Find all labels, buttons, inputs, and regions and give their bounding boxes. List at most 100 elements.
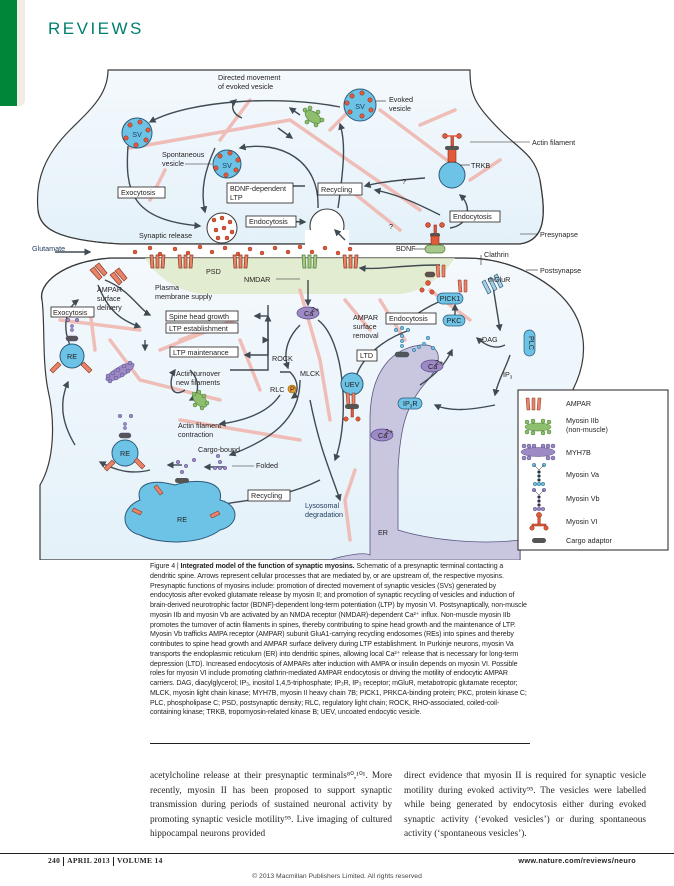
box-recycling-pre: Recycling (317, 182, 363, 196)
legend-label: Myosin VI (566, 517, 598, 526)
psd-region (145, 258, 455, 294)
figure-title: Integrated model of the function of syna… (180, 563, 355, 570)
box-ltp-establishment: LTP establishment (165, 322, 239, 334)
label-presynapse: Presynapse (540, 230, 578, 239)
question-mark: ? (402, 177, 406, 186)
svg-text:Exocytosis: Exocytosis (121, 188, 156, 197)
label-nmdar: NMDAR (244, 275, 270, 284)
pkc-protein (442, 314, 466, 327)
myh7b-postsynaptic (105, 360, 135, 384)
svg-text:LTP maintenance: LTP maintenance (173, 348, 229, 357)
myosin-vb-mid (117, 413, 134, 439)
legend-label: Myosin Va (566, 470, 599, 479)
svg-text:LTP establishment: LTP establishment (169, 324, 228, 333)
label-rlc: RLC (270, 385, 284, 394)
label-actin-filament: Actin filament (532, 138, 575, 147)
box-endocytosis-pre: Endocytosis (245, 215, 297, 228)
pkc-label: PKC (447, 316, 462, 325)
ca-superscript: 2+ (311, 305, 319, 314)
label-mlck: MLCK (300, 369, 320, 378)
bdnf-trkb-membrane (424, 222, 446, 254)
label-rock: ROCK (272, 354, 293, 363)
myosin-iib-icon (524, 418, 552, 436)
box-exocytosis-post: Exocytosis (50, 306, 95, 318)
uncoated-endocytic-vesicle: UEV (340, 372, 364, 422)
legend-label: Cargo adaptor (566, 536, 613, 545)
legend-label: Myosin IIb(non-muscle) (566, 416, 608, 434)
sv-label: SV (132, 130, 142, 139)
myosin-vb-icon (531, 487, 547, 512)
trkb-endosome (438, 161, 466, 189)
ca-ion-er (420, 359, 444, 373)
myosin-vb-cargo (175, 457, 197, 475)
myosin-iib-presynaptic (302, 105, 325, 128)
label-mglur: mGluR (488, 275, 510, 284)
box-exocytosis-pre: Exocytosis (117, 186, 166, 199)
box-spine-head-growth: Spine head growth (165, 310, 239, 322)
myosin-vi-trkb (442, 133, 462, 147)
ca-label: Ca (378, 431, 387, 440)
journal-url[interactable]: www.nature.com/reviews/neuro (518, 856, 636, 865)
mglur-receptor (481, 273, 504, 295)
figure-number: Figure 4 (150, 563, 176, 570)
uev-label: UEV (345, 380, 360, 389)
copyright-notice: © 2013 Macmillan Publishers Limited. All… (252, 873, 422, 880)
pick1-protein (436, 292, 464, 305)
plc-protein (523, 329, 536, 357)
figure-caption-text: Schematic of a presynaptic terminal cont… (150, 563, 527, 717)
recycling-endosome-mid: RE (103, 413, 146, 472)
volume: VOLUME 14 (116, 856, 163, 865)
er-tube (329, 344, 521, 560)
svg-text:Endocytosis: Endocytosis (453, 212, 492, 221)
svg-text:Endocytosis: Endocytosis (249, 217, 288, 226)
legend: AMPAR Myosin IIb(non-muscle) MYH7B Myosi… (517, 389, 669, 551)
bdnf-molecule (424, 244, 446, 254)
nmdar-receptor (301, 254, 318, 269)
legend-label: MYH7B (566, 448, 591, 457)
box-recycling-post: Recycling (247, 489, 291, 502)
figure-caption: Figure 4 | Integrated model of the funct… (150, 563, 527, 717)
label-trkb: TRKB (471, 161, 490, 170)
issue-date: APRIL 2013 (67, 856, 110, 865)
vesicle-release (206, 212, 238, 244)
myosin-vb-folded (212, 453, 228, 471)
box-endocytosis-post: Endocytosis (385, 312, 437, 325)
label-glutamate: Glutamate (32, 244, 65, 253)
vesicle-pool: SV (121, 117, 153, 149)
svg-text:LTD: LTD (360, 351, 373, 360)
vesicle-evoked: SV (343, 88, 377, 122)
cargo-adaptor-icon (532, 538, 546, 543)
label-dag: DAG (482, 335, 498, 344)
label-postsynapse: Postsynapse (540, 266, 581, 275)
legend-label: Myosin Vb (566, 494, 600, 503)
myosin-vi-icon (529, 512, 549, 531)
pick1-label: PICK1 (440, 294, 461, 303)
label-bdnf: BDNF (396, 244, 416, 253)
myosin-va-icon (531, 462, 547, 487)
svg-text:Recycling: Recycling (251, 491, 282, 500)
section-color-bar-shadow (17, 0, 25, 106)
box-ltd: LTD (356, 349, 378, 362)
ampar-icon (525, 397, 542, 411)
label-synaptic-release: Synaptic release (139, 231, 192, 240)
sv-label: SV (222, 161, 232, 170)
myosin-iib-postsynaptic (191, 389, 210, 411)
section-color-bar (0, 0, 17, 106)
ca-superscript: 2+ (385, 427, 393, 436)
myh7b-icon (520, 443, 556, 461)
label-er: ER (378, 528, 388, 537)
myosin-vb-small (65, 317, 80, 342)
re-label: RE (120, 449, 130, 458)
label-cargo-bound: Cargo-bound (198, 445, 240, 454)
ip3r-channel (397, 397, 423, 410)
svg-text:Spine head growth: Spine head growth (169, 312, 229, 321)
